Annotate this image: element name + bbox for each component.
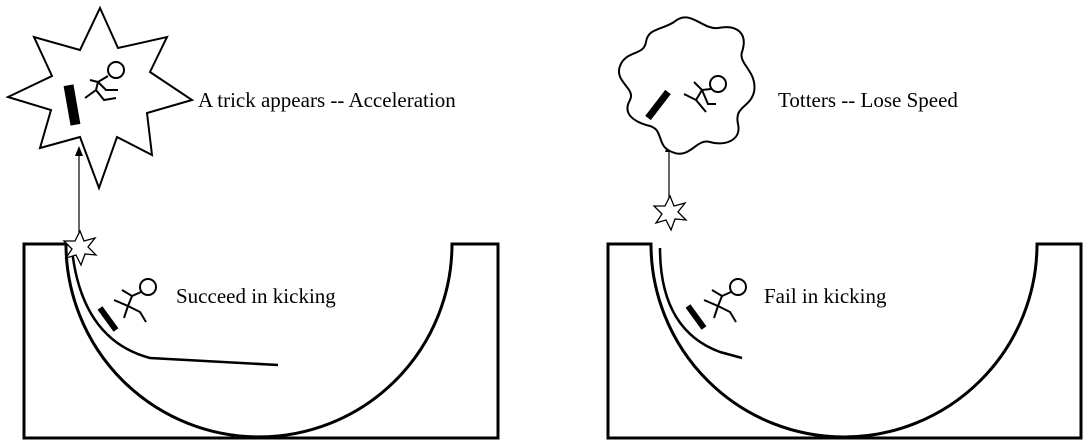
left-arrow-head — [75, 146, 83, 156]
left-explosion-star-icon — [8, 8, 192, 188]
right-rail-line — [660, 248, 742, 358]
right-ramp-label: Fail in kicking — [764, 284, 887, 308]
left-panel: A trick appears -- Acceleration Succeed … — [8, 8, 498, 438]
left-halfpipe-ramp — [24, 244, 498, 438]
right-burst-label: Totters -- Lose Speed — [778, 88, 958, 112]
left-burst-label: A trick appears -- Acceleration — [198, 88, 456, 112]
right-impact-spark-icon — [654, 196, 686, 230]
right-panel: Totters -- Lose Speed Fail in kicking — [608, 17, 1081, 438]
left-ramp-skater-icon — [100, 279, 156, 330]
right-halfpipe-ramp — [608, 244, 1081, 438]
left-impact-spark-icon — [64, 231, 96, 265]
right-ramp-skater-icon — [688, 279, 746, 328]
right-wavy-bubble-icon — [619, 17, 755, 153]
left-ramp-label: Succeed in kicking — [176, 284, 336, 308]
